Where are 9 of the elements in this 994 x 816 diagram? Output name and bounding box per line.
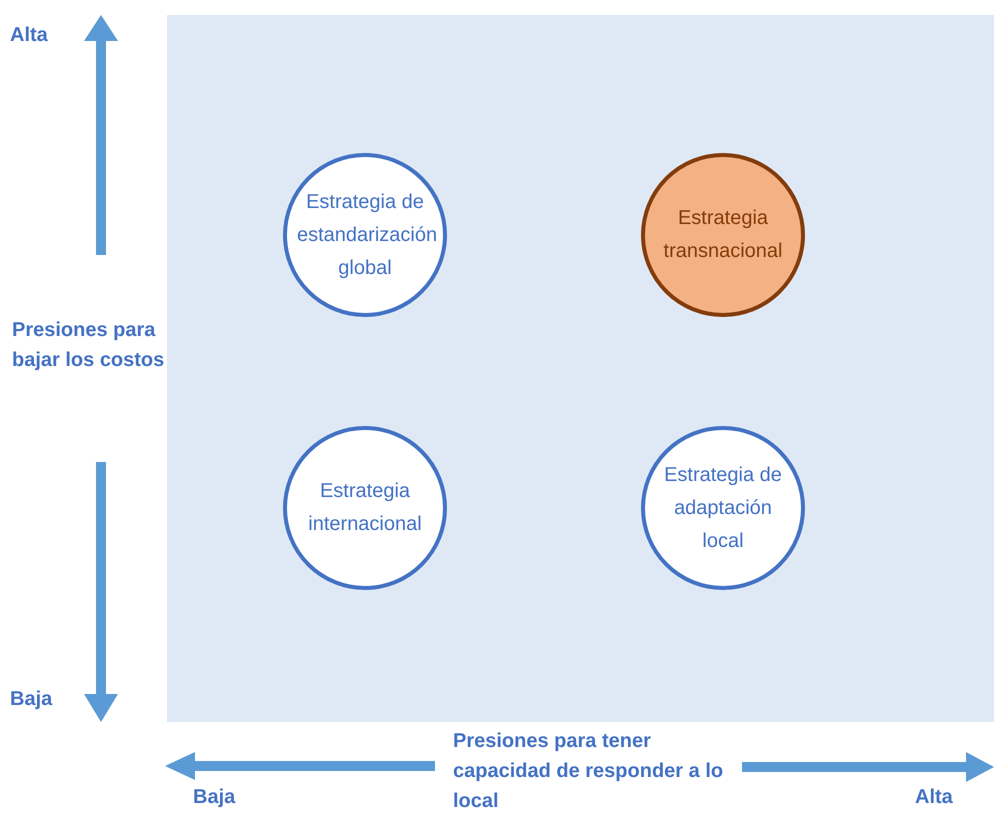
axis-label: Baja xyxy=(193,785,236,810)
axis-label: Presiones para bajar los costos xyxy=(12,318,166,373)
axis-label: Alta xyxy=(915,785,953,810)
strategy-label: Estrategia transnacional xyxy=(662,206,784,264)
axis-label: Alta xyxy=(10,23,48,48)
strategy-label: Estrategia internacional xyxy=(307,479,423,537)
strategy-label: Estrategia de adaptación local xyxy=(663,462,783,554)
axis-label: Baja xyxy=(10,687,52,712)
axis-label: Presiones para tener capacidad de responder a lo local xyxy=(453,729,724,814)
